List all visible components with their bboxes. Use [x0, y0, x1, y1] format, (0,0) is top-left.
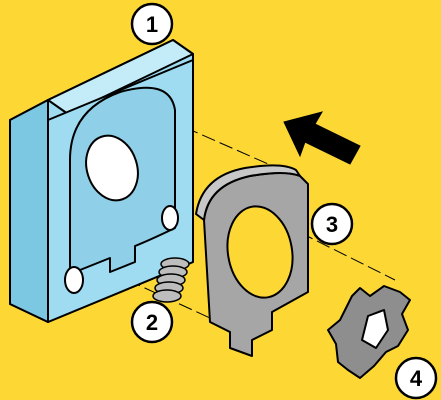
gear — [328, 286, 410, 378]
callout-2: 2 — [132, 302, 172, 342]
housing-hole-left — [65, 267, 83, 293]
callout-3-label: 3 — [326, 212, 338, 237]
callout-4: 4 — [396, 358, 436, 398]
plate — [196, 165, 308, 356]
callout-2-label: 2 — [146, 310, 158, 335]
housing-hole-right — [162, 206, 178, 230]
housing-side-face — [10, 100, 48, 322]
callout-1-label: 1 — [146, 12, 158, 37]
callout-1: 1 — [132, 4, 172, 44]
callout-3: 3 — [312, 204, 352, 244]
arrow-up-left-icon — [284, 112, 360, 164]
spring-coil-5 — [153, 290, 181, 302]
callout-4-label: 4 — [410, 366, 423, 391]
